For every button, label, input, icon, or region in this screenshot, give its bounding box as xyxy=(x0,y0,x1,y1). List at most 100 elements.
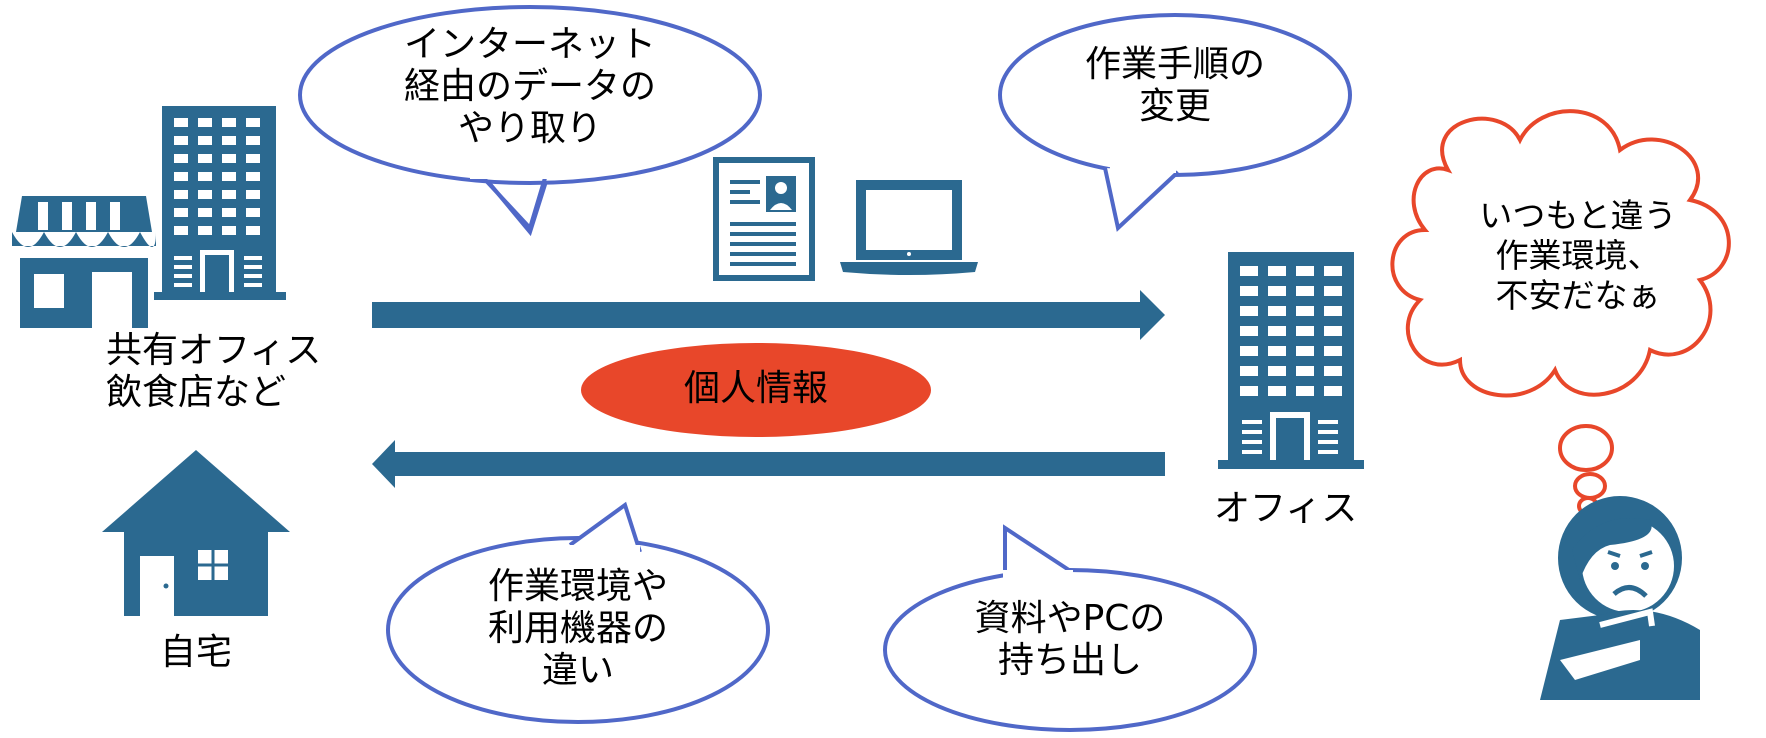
arrow-to-remote xyxy=(372,440,1165,488)
building-stripe xyxy=(1242,430,1262,434)
building-stripe xyxy=(174,256,192,260)
bubble-procedure-text: 作業手順の 変更 xyxy=(1050,44,1300,128)
building-window xyxy=(1240,366,1258,376)
building-window xyxy=(1268,286,1286,296)
building-window xyxy=(1268,346,1286,356)
building-stripe xyxy=(174,265,192,269)
building-window xyxy=(222,172,236,181)
building-window xyxy=(1296,306,1314,316)
building-window xyxy=(174,154,188,163)
building-window xyxy=(246,118,260,127)
bubble-takeout-line-1: 資料やPCの xyxy=(974,598,1166,639)
building-window xyxy=(174,136,188,145)
thought-line-1: いつもと違う xyxy=(1479,196,1677,235)
shared-office-line-2: 飲食店など xyxy=(106,372,287,413)
building-window xyxy=(198,190,212,199)
building-window xyxy=(174,172,188,181)
house-icon xyxy=(102,450,290,616)
building-window xyxy=(222,190,236,199)
building-window xyxy=(1296,286,1314,296)
building-window xyxy=(174,226,188,235)
building-window xyxy=(1268,266,1286,276)
bubble-internet-line-2: 経由のデータの xyxy=(403,66,656,107)
laptop-icon xyxy=(840,180,978,275)
bubble-environment-line-3: 違い xyxy=(541,650,614,691)
building-window xyxy=(1268,306,1286,316)
building-window xyxy=(1240,306,1258,316)
building-window xyxy=(222,154,236,163)
thought-line-2: 作業環境、 xyxy=(1495,236,1661,275)
building-window xyxy=(246,136,260,145)
building-window xyxy=(1240,326,1258,336)
building-window xyxy=(1324,346,1342,356)
building-window xyxy=(1240,386,1258,396)
building-stripe xyxy=(1242,420,1262,424)
bubble-internet-text: インターネット 経由のデータの やり取り xyxy=(400,24,660,150)
bubble-procedure-line-2: 変更 xyxy=(1138,86,1211,127)
building-window xyxy=(1268,326,1286,336)
building-stripe xyxy=(244,283,262,287)
arrow-to-office xyxy=(372,290,1165,340)
office-building-icon-left xyxy=(154,106,286,300)
office-label: オフィス xyxy=(1214,488,1358,529)
building-window xyxy=(198,226,212,235)
speech-bubble-internet xyxy=(298,5,762,237)
thought-cloud-text: いつもと違う 作業環境、 不安だなぁ xyxy=(1468,196,1688,316)
building-window xyxy=(1296,326,1314,336)
building-window xyxy=(1324,286,1342,296)
building-window xyxy=(222,226,236,235)
bubble-takeout-line-2: 持ち出し xyxy=(997,640,1142,681)
building-window xyxy=(174,208,188,217)
building-window xyxy=(246,226,260,235)
bubble-internet-line-1: インターネット xyxy=(403,24,656,65)
building-window xyxy=(1296,386,1314,396)
building-window xyxy=(1240,286,1258,296)
building-window xyxy=(1296,346,1314,356)
bubble-internet-line-3: やり取り xyxy=(457,108,602,149)
building-stripe xyxy=(1318,420,1338,424)
building-window xyxy=(1324,306,1342,316)
building-window xyxy=(246,172,260,181)
building-window xyxy=(222,118,236,127)
speech-bubble-takeout xyxy=(883,524,1257,732)
building-stripe xyxy=(174,274,192,278)
building-window xyxy=(1324,366,1342,376)
building-window xyxy=(198,208,212,217)
building-stripe xyxy=(1318,450,1338,454)
building-window xyxy=(222,136,236,145)
building-window xyxy=(1268,366,1286,376)
worried-person-icon xyxy=(1540,496,1700,700)
building-window xyxy=(1324,386,1342,396)
storefront-icon xyxy=(12,196,156,328)
speech-bubble-environment xyxy=(386,501,770,724)
building-window xyxy=(174,190,188,199)
building-stripe xyxy=(174,283,192,287)
building-window xyxy=(1240,266,1258,276)
building-window xyxy=(246,154,260,163)
building-stripe xyxy=(1242,440,1262,444)
thought-line-3: 不安だなぁ xyxy=(1495,276,1661,315)
bubble-environment-line-1: 作業環境や xyxy=(487,566,668,607)
building-window xyxy=(1324,266,1342,276)
bubble-takeout-text: 資料やPCの 持ち出し xyxy=(950,598,1190,682)
building-window xyxy=(174,118,188,127)
building-stripe xyxy=(244,256,262,260)
shared-office-label: 共有オフィス 飲食店など xyxy=(106,330,321,414)
building-stripe xyxy=(1318,430,1338,434)
bubble-environment-text: 作業環境や 利用機器の 違い xyxy=(450,566,706,692)
building-window xyxy=(198,136,212,145)
building-window xyxy=(246,208,260,217)
building-stripe xyxy=(244,274,262,278)
bubble-procedure-line-1: 作業手順の xyxy=(1084,44,1265,85)
id-document-icon xyxy=(713,157,815,281)
home-label: 自宅 xyxy=(160,632,233,673)
building-window xyxy=(1240,346,1258,356)
building-window xyxy=(198,118,212,127)
building-window xyxy=(198,154,212,163)
personal-info-label: 個人情報 xyxy=(683,368,828,409)
building-window xyxy=(1296,266,1314,276)
personal-info-pill xyxy=(581,343,931,437)
thought-cloud xyxy=(1390,109,1731,516)
bubble-environment-line-2: 利用機器の xyxy=(487,608,668,649)
